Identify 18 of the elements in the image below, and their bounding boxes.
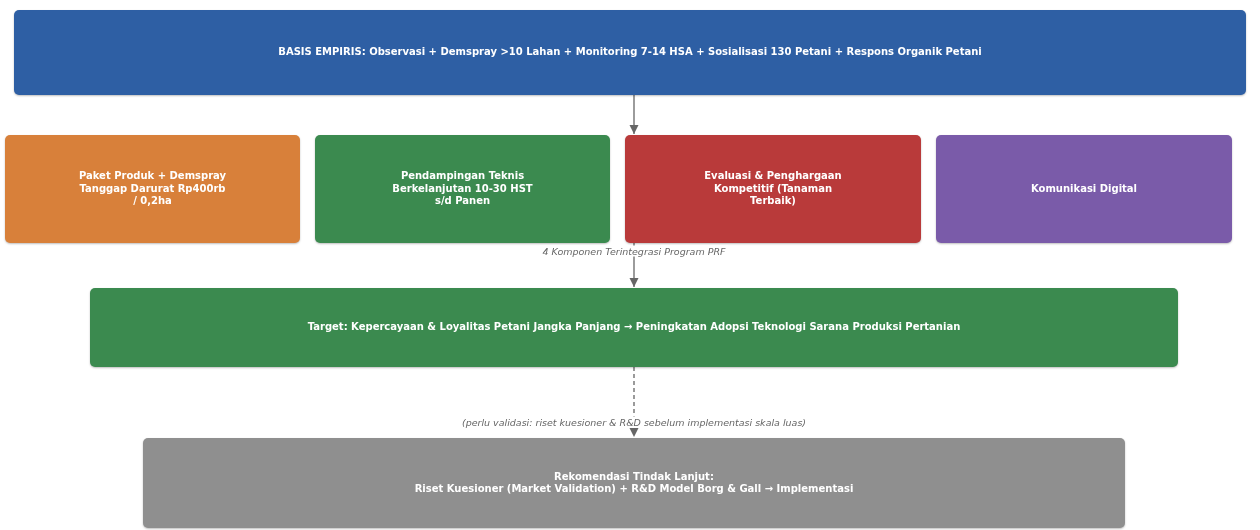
process-box bbox=[5, 135, 300, 243]
box-text: Evaluasi & Penghargaan Kompetitif (Tanaman Terbaik) bbox=[703, 170, 843, 208]
process-box bbox=[90, 288, 1178, 367]
process-box bbox=[143, 438, 1125, 528]
box-text: Pendampingan Teknis Berkelanjutan 10-30 HST s/d Panen bbox=[391, 170, 534, 208]
box-text: Target: Kepercayaan & Loyalitas Petani Jangka Panjang → Peningkatan Adopsi Teknologi Sarana Produksi Pertanian bbox=[307, 321, 961, 334]
box-text: Riset Kuesioner (Market Validation) + R&D Model Borg & Gall → Implementasi bbox=[414, 483, 854, 496]
process-box bbox=[936, 135, 1232, 243]
process-box bbox=[14, 10, 1246, 95]
edge-label: 4 Komponen Terintegrasi Program PRF bbox=[539, 245, 729, 257]
box-text: BASIS EMPIRIS: Observasi + Demspray >10 Lahan + Monitoring 7-14 HSA + Sosialisasi 130 Petani + Respons Organik Petani bbox=[278, 46, 982, 59]
process-box bbox=[625, 135, 921, 243]
process-box bbox=[315, 135, 610, 243]
box-text: Rekomendasi Tindak Lanjut: bbox=[554, 470, 714, 483]
arrow bbox=[629, 366, 639, 438]
box-text: Paket Produk + Demspray Tanggap Darurat Rp400rb / 0,2ha bbox=[77, 170, 228, 208]
arrow bbox=[629, 94, 639, 135]
box-text: Komunikasi Digital bbox=[1030, 182, 1138, 196]
